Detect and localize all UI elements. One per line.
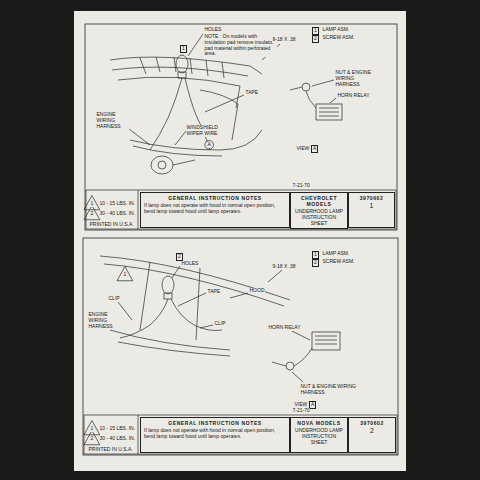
number-cell: 39706022 <box>348 417 396 453</box>
callout-number: 1 <box>312 27 319 35</box>
callout-triangle <box>84 421 100 435</box>
cell-text: 1 <box>352 202 391 210</box>
model-cell: NOVA MODELSUNDERHOOD LAMP INSTRUCTION SH… <box>290 417 348 453</box>
leader-lines <box>118 266 310 382</box>
wiring <box>130 78 262 156</box>
part-label: NOTE : On models with insulation pad rem… <box>204 34 277 57</box>
panel-frame <box>85 24 397 230</box>
callout-number: A <box>311 145 318 153</box>
underhood-lamp <box>162 276 174 299</box>
number-cell: 39706021 <box>348 192 395 228</box>
callout-number: 2 <box>90 436 94 442</box>
callout-triangle <box>117 267 133 281</box>
notes-cell: GENERAL INSTRUCTION NOTESIf lamp does no… <box>140 192 290 228</box>
callout-triangle <box>84 196 100 210</box>
callout-number: 2 <box>176 253 183 261</box>
part-label: 9-18 X .38 <box>272 264 296 270</box>
cell-text: If lamp does not operate with hood in no… <box>144 427 286 439</box>
part-label: NUT & ENGINE WIRING HARNESS <box>335 70 380 87</box>
callout-number: 1 <box>90 201 94 207</box>
part-label: HOOD <box>249 288 265 294</box>
model-cell: CHEVROLET MODELSUNDERHOOD LAMP INSTRUCTI… <box>290 192 348 229</box>
callout-circle <box>205 141 214 150</box>
part-label: VIEW <box>296 146 310 152</box>
part-label: SCREW ASM. <box>322 259 355 265</box>
part-label: HOLES <box>204 27 222 33</box>
callout-triangle <box>84 431 100 445</box>
cell-text: 2 <box>352 427 392 435</box>
part-label: CLIP <box>214 321 226 327</box>
cell-text: UNDERHOOD LAMP INSTRUCTION SHEET <box>294 208 344 226</box>
cell-heading: CHEVROLET MODELS <box>294 195 344 207</box>
part-label: CLIP <box>108 296 120 302</box>
title-block-rule <box>138 190 139 229</box>
part-label: LAMP ASM. <box>322 251 350 257</box>
callout-triangle <box>84 206 100 220</box>
part-label: NUT & ENGINE WIRING HARNESS <box>300 384 365 396</box>
part-label: HORN RELAY <box>337 93 370 99</box>
part-label: HORN RELAY <box>268 325 301 331</box>
cell-heading: NOVA MODELS <box>294 420 344 426</box>
part-label: 9-18 X .38 <box>272 37 296 43</box>
title-block <box>84 415 397 454</box>
part-label: 30 - 40 LBS. IN. <box>99 211 136 217</box>
hood-outline <box>100 256 290 350</box>
panel-frame <box>83 238 398 455</box>
wiring <box>118 299 230 356</box>
callout-number: 2 <box>312 35 319 43</box>
callout-number: 2 <box>90 211 94 217</box>
part-label: 10 - 15 LBS. IN. <box>99 426 136 432</box>
part-label: HOLES <box>181 261 199 267</box>
part-label: TAPE <box>207 289 221 295</box>
part-label: 30 - 40 LBS. IN. <box>99 436 136 442</box>
part-label: WINDSHIELD WIPER WIRE <box>186 125 231 137</box>
cell-heading: 3970602 <box>352 195 391 201</box>
callout-number: 1 <box>90 426 94 432</box>
underhood-lamp <box>176 55 188 78</box>
title-block <box>86 190 396 229</box>
part-label: ENGINE WIRING HARNESS <box>88 312 125 329</box>
notes-cell: GENERAL INSTRUCTION NOTESIf lamp does no… <box>140 417 290 453</box>
part-label: 10 - 15 LBS. IN. <box>99 201 136 207</box>
part-label: ENGINE WIRING HARNESS <box>96 112 133 129</box>
part-label: LAMP ASM. <box>322 27 350 33</box>
cell-heading: 3970602 <box>352 420 392 426</box>
callout-number: 1 <box>123 272 127 278</box>
callout-number: A <box>207 142 211 148</box>
horn-relay <box>272 332 340 370</box>
cell-text: If lamp does not operate with hood in no… <box>144 202 286 214</box>
callout-number: 1 <box>180 45 187 53</box>
part-label: PRINTED IN U.S.A. <box>89 222 134 228</box>
part-label: TAPE <box>245 90 259 96</box>
part-label: 7-21-70 <box>292 408 310 414</box>
part-label: VIEW <box>294 402 308 408</box>
callout-number: 2 <box>312 259 319 267</box>
wiper-motor <box>151 156 195 174</box>
part-label: 7-21-70 <box>292 183 310 189</box>
cell-heading: GENERAL INSTRUCTION NOTES <box>144 195 286 201</box>
horn-relay <box>290 83 342 120</box>
title-block-rule <box>138 415 139 454</box>
leader-lines <box>120 34 336 145</box>
part-label: SCREW ASM. <box>322 35 355 41</box>
cell-heading: GENERAL INSTRUCTION NOTES <box>144 420 286 426</box>
callout-number: 1 <box>312 251 319 259</box>
cell-text: UNDERHOOD LAMP INSTRUCTION SHEET <box>294 427 344 445</box>
part-label: PRINTED IN U.S.A. <box>88 447 133 453</box>
